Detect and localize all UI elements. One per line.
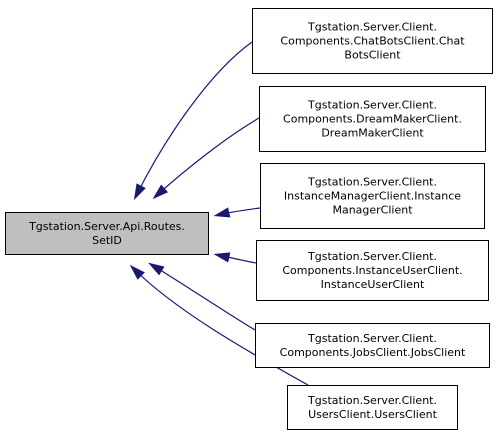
base-class-node[interactable]: Tgstation.Server.Api.Routes.SetID	[5, 212, 209, 255]
node-label-line: Components.ChatBotsClient.Chat	[280, 35, 465, 48]
edges	[129, 41, 309, 386]
derived-class-node[interactable]: Tgstation.Server.Client.InstanceManagerC…	[260, 163, 485, 229]
arrowhead	[129, 264, 145, 280]
arrowhead	[152, 184, 169, 200]
node-box	[256, 240, 489, 301]
node-box	[259, 86, 486, 152]
derived-class-node[interactable]: Tgstation.Server.Client.UsersClient.User…	[287, 385, 458, 430]
node-label-line: DreamMakerClient	[321, 127, 424, 140]
node-box	[260, 163, 485, 229]
node-box	[5, 212, 209, 255]
node-label-line: Tgstation.Server.Client.	[307, 21, 437, 34]
node-box	[287, 385, 458, 430]
node-label-line: Tgstation.Server.Client.	[307, 176, 437, 189]
node-label-line: InstanceUserClient	[321, 278, 425, 291]
inheritance-edge	[151, 264, 256, 331]
nodes: Tgstation.Server.Api.Routes.SetIDTgstati…	[5, 8, 493, 430]
derived-class-node[interactable]: Tgstation.Server.Client.Components.ChatB…	[252, 8, 493, 74]
inheritance-edge	[155, 117, 260, 197]
inheritance-edge	[135, 41, 253, 197]
arrowhead	[213, 207, 231, 218]
node-label-line: Tgstation.Server.Client.	[307, 332, 437, 345]
node-label-line: InstanceManagerClient.Instance	[284, 190, 461, 203]
node-label-line: SetID	[92, 234, 122, 247]
node-label-line: Components.DreamMakerClient.	[283, 113, 462, 126]
arrowhead	[148, 262, 165, 276]
node-label-line: ManagerClient	[332, 204, 413, 217]
arrowhead	[213, 252, 231, 263]
node-label-line: Tgstation.Server.Client.	[307, 99, 437, 112]
arrowhead	[133, 183, 146, 201]
inheritance-edge	[132, 267, 309, 386]
node-label-line: Components.InstanceUserClient.	[282, 264, 462, 277]
node-label-line: Tgstation.Server.Client.	[307, 250, 437, 263]
node-label-line: UsersClient.UsersClient	[308, 408, 437, 421]
derived-class-node[interactable]: Tgstation.Server.Client.Components.Dream…	[259, 86, 486, 152]
node-label-line: Tgstation.Server.Client.	[307, 394, 437, 407]
node-box	[252, 8, 493, 74]
derived-class-node[interactable]: Tgstation.Server.Client.Components.JobsC…	[255, 323, 490, 368]
derived-class-node[interactable]: Tgstation.Server.Client.Components.Insta…	[256, 240, 489, 301]
node-box	[255, 323, 490, 368]
node-label-line: Components.JobsClient.JobsClient	[280, 346, 466, 359]
node-label-line: Tgstation.Server.Api.Routes.	[28, 220, 185, 233]
node-label-line: BotsClient	[344, 49, 401, 62]
